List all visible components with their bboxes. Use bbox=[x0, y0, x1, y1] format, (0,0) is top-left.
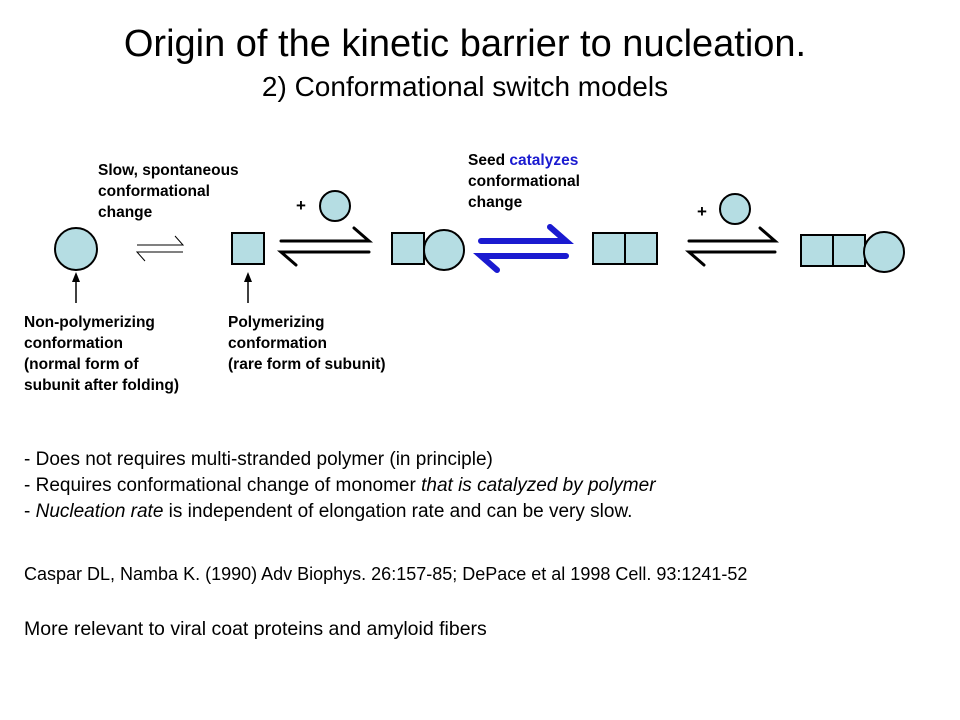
bullet-2: - Requires conformational change of mono… bbox=[24, 475, 656, 496]
incoming-monomer-circle-1 bbox=[319, 190, 351, 222]
nonpolymerizing-pointer-head bbox=[72, 272, 80, 282]
bullet-1: - Does not requires multi-stranded polym… bbox=[24, 449, 493, 470]
seed-square-1 bbox=[592, 232, 626, 265]
relevance-note: More relevant to viral coat proteins and… bbox=[24, 618, 487, 640]
incoming-monomer-circle-2 bbox=[719, 193, 751, 225]
bullet-3: - Nucleation rate is independent of elon… bbox=[24, 501, 633, 522]
polymerizing-monomer-square bbox=[231, 232, 265, 265]
trimer-square-1 bbox=[800, 234, 834, 267]
polymerizing-pointer-head bbox=[244, 272, 252, 282]
dimer-circle bbox=[423, 229, 465, 271]
trimer-circle bbox=[863, 231, 905, 273]
seed-catalyzes-label: Seed catalyzes conformational change bbox=[468, 152, 580, 211]
slide-subtitle: 2) Conformational switch models bbox=[261, 71, 669, 102]
plus-sign-1: + bbox=[296, 196, 306, 215]
citation: Caspar DL, Namba K. (1990) Adv Biophys. … bbox=[24, 564, 748, 584]
slide-title: Origin of the kinetic barrier to nucleat… bbox=[123, 23, 807, 65]
bullet-list: - Does not requires multi-stranded polym… bbox=[24, 447, 656, 525]
binding-equilibrium-arrows-2 bbox=[684, 226, 780, 267]
nonpolymerizing-label: Non-polymerizing conformation (normal fo… bbox=[24, 314, 179, 394]
nonpolymerizing-monomer-circle bbox=[54, 227, 98, 271]
polymerizing-label: Polymerizing conformation (rare form of … bbox=[228, 314, 386, 373]
trimer-square-2 bbox=[832, 234, 866, 267]
plus-sign-2: + bbox=[697, 202, 707, 221]
slow-equilibrium-arrows bbox=[135, 235, 185, 262]
dimer-square bbox=[391, 232, 425, 265]
catalyzes-highlight: catalyzes bbox=[509, 152, 579, 169]
slow-change-label: Slow, spontaneous conformational change bbox=[98, 162, 239, 221]
seed-square-2 bbox=[624, 232, 658, 265]
binding-equilibrium-arrows-1 bbox=[276, 226, 374, 267]
catalyzed-equilibrium-arrows bbox=[473, 224, 574, 273]
